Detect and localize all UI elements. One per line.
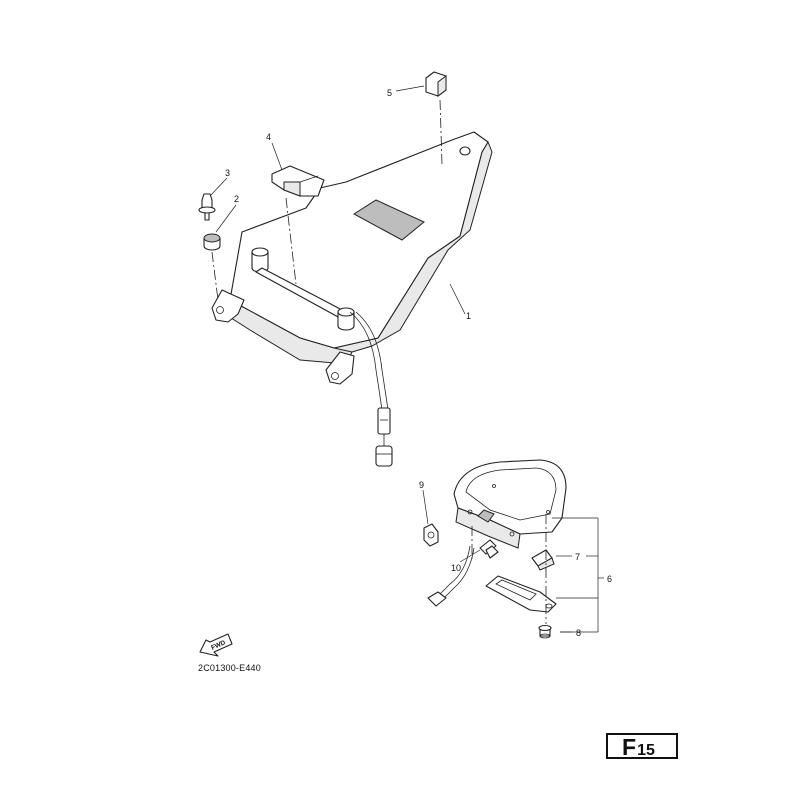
bolt-part xyxy=(198,193,216,221)
callout-10: 10 xyxy=(451,563,461,573)
page-id-number: 15 xyxy=(637,742,655,759)
page-id-box: F 15 xyxy=(606,733,678,759)
bolt-10-part xyxy=(479,539,499,559)
bulb-part xyxy=(531,549,555,571)
callout-8: 8 xyxy=(576,628,581,638)
nut-part xyxy=(423,523,439,547)
callout-5: 5 xyxy=(387,88,392,98)
screw-part xyxy=(538,624,552,639)
grommet-part xyxy=(203,233,221,251)
assembly-lines-lower xyxy=(471,514,547,624)
fwd-arrow-icon: FWD xyxy=(199,633,233,657)
license-wire xyxy=(427,545,475,607)
relay-clip-part xyxy=(271,165,325,197)
callout-4: 4 xyxy=(266,132,271,142)
callout-3: 3 xyxy=(225,168,230,178)
callout-7: 7 xyxy=(575,552,580,562)
callout-6: 6 xyxy=(607,574,612,584)
callout-9: 9 xyxy=(419,480,424,490)
callout-labels: 1 2 3 4 5 6 7 8 9 10 xyxy=(225,88,612,638)
callout-1: 1 xyxy=(466,311,471,321)
callout-2: 2 xyxy=(234,194,239,204)
leader-lines xyxy=(209,85,604,633)
page-id-letter: F xyxy=(622,734,637,760)
drawing-code: 2C01300-E440 xyxy=(198,663,261,673)
assembly-lines-upper xyxy=(211,99,443,301)
main-housing xyxy=(211,131,493,385)
license-light-assembly-part xyxy=(453,459,567,613)
wire-harness xyxy=(349,311,393,467)
connector-cap-part xyxy=(425,71,447,97)
